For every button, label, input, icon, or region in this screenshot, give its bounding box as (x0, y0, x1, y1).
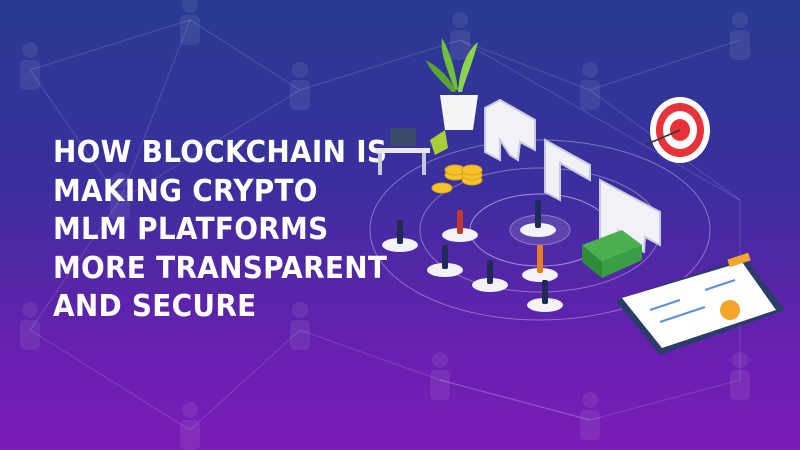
coins-icon (431, 164, 483, 194)
headline-line-1: HOW BLOCKCHAIN IS (53, 135, 388, 170)
headline-line-2: MAKING CRYPTO (53, 173, 318, 209)
person-icons (20, 0, 750, 450)
target-icon (644, 97, 710, 163)
desk-icon (375, 128, 448, 175)
headline-line-5: AND SECURE (53, 289, 257, 324)
headline: HOW BLOCKCHAIN IS MAKING CRYPTO MLM PLAT… (53, 134, 412, 327)
headline-line-3: MLM PLATFORMS (53, 212, 329, 247)
people-platforms-icon (382, 200, 563, 312)
plant-icon (426, 38, 478, 130)
money-stack-icon (582, 230, 642, 278)
clipboard-icon (615, 252, 785, 355)
mlm-illustration (369, 38, 785, 355)
headline-line-4: MORE TRANSPARENT (53, 250, 388, 286)
